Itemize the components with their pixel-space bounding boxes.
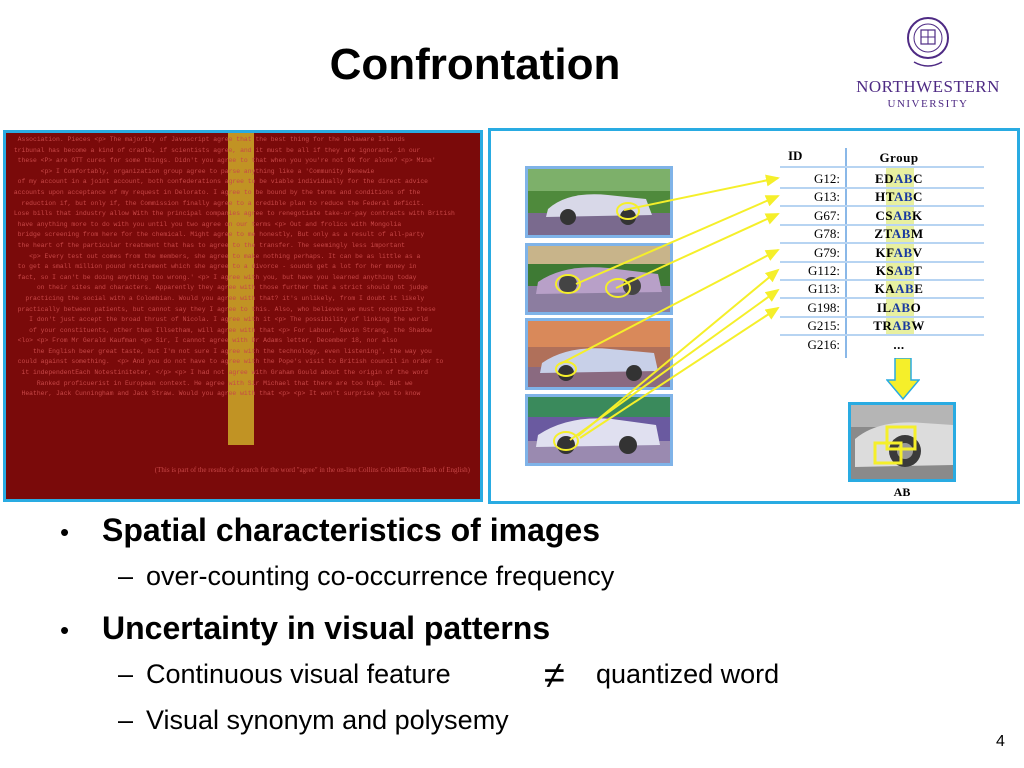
subbullet-over-counting: over-counting co-occurrence frequency <box>146 561 615 591</box>
subbullet-dash: – <box>118 561 134 591</box>
concordance-line: tribunal has become a kind of cradle, if… <box>10 146 421 154</box>
university-seal-icon <box>907 17 949 67</box>
bullet-dot: • <box>60 615 70 645</box>
table-row-id: G216: <box>807 336 841 352</box>
concordance-line: these <P> are OTT cures for some things.… <box>10 157 436 165</box>
table-header-group: Group <box>879 150 919 165</box>
university-logo: NORTHWESTERN UNIVERSITY <box>848 12 1008 112</box>
concordance-line: Lose bills that industry allow With the … <box>10 210 455 218</box>
table-row-id: G113: <box>807 281 840 297</box>
table-row-id: G198: <box>807 299 841 315</box>
concordance-text: Association. Pieces <p> The majority of … <box>10 135 480 400</box>
concordance-line: of your constituents, other than Illseth… <box>10 326 432 334</box>
concordance-line: to get a small million pound retirement … <box>10 263 417 271</box>
table-row-id: G12: <box>814 171 840 186</box>
table-row-group: ZTABM <box>874 226 924 242</box>
concordance-line: practicing the social with a Colombian. … <box>10 294 425 302</box>
concordance-panel: Association. Pieces <p> The majority of … <box>3 130 483 502</box>
ab-pattern-label: AB <box>893 485 911 499</box>
table-row-divider <box>780 242 984 245</box>
page-number: 4 <box>996 733 1005 750</box>
table-row-divider <box>780 315 984 318</box>
table-row-divider <box>780 260 984 263</box>
down-arrow-icon <box>886 358 920 400</box>
concordance-line: I don't just accept the broad thrust of … <box>10 316 429 324</box>
concordance-line: Ranked proficuerist in European context.… <box>10 379 413 387</box>
subbullet-quantized-word: quantized word <box>596 659 780 689</box>
concordance-line: <p> I Comfortably, organization group ag… <box>10 167 375 175</box>
subbullet-dash: – <box>118 705 134 735</box>
car-image-thumbnail <box>525 243 673 315</box>
ab-highlight-column <box>886 168 914 336</box>
table-row-group: KSABT <box>875 263 923 278</box>
concordance-line: Heather, Jack Cunningham and Jack Straw.… <box>10 390 421 398</box>
table-row-divider <box>780 223 984 226</box>
table-row-divider <box>780 297 984 300</box>
table-row-id: G79: <box>814 244 840 260</box>
concordance-line: accounts upon acceptance of my request i… <box>10 188 421 196</box>
car-image-thumbnail <box>525 166 673 238</box>
table-row-group: TRABW <box>873 318 925 334</box>
concordance-line: reduction if, but only if, the Commissio… <box>10 199 425 207</box>
concordance-line: could against something. <p> And you do … <box>10 358 444 366</box>
table-row-divider <box>780 205 984 208</box>
not-equal-sign: ≠ <box>544 655 565 697</box>
table-header-id: ID <box>788 148 803 163</box>
ab-pattern-image <box>848 402 956 482</box>
table-row-divider <box>780 187 984 189</box>
concordance-line: fact, so I can't be doing anything too w… <box>10 273 417 281</box>
table-header-divider <box>780 166 984 168</box>
concordance-line: on their sites and characters. Apparentl… <box>10 284 429 292</box>
keyword-highlight-column <box>228 133 254 445</box>
table-row-id: G67: <box>814 207 840 223</box>
concordance-line: it independentEach Notestiniteter, </p> … <box>10 369 429 377</box>
subbullet-synonym-polysemy: Visual synonym and polysemy <box>146 705 509 735</box>
table-column-divider <box>845 148 847 358</box>
concordance-line: Association. Pieces <p> The majority of … <box>10 136 406 143</box>
table-row-group: EDABC <box>874 171 923 186</box>
bullet-spatial-characteristics: Spatial characteristics of images <box>102 512 600 548</box>
table-row-id: G13: <box>814 189 840 205</box>
table-row-group: CSABK <box>875 207 923 223</box>
concordance-line: <lo> <p> From Mr Gerald Kaufman <p> Sir,… <box>10 337 398 345</box>
concordance-caption: (This is part of the results of a search… <box>154 466 470 474</box>
table-row-divider <box>780 334 984 337</box>
concordance-line: of my account in a joint account, both c… <box>10 178 429 186</box>
concordance-line: have anything more to do with you until … <box>10 220 402 228</box>
table-row-group: HTABC <box>875 189 923 205</box>
subbullet-continuous-feature: Continuous visual feature <box>146 659 451 689</box>
table-row-id: G215: <box>807 318 841 334</box>
subbullet-dash: – <box>118 659 134 689</box>
concordance-line: bridge screening from here for the chemi… <box>10 231 425 239</box>
logo-name: NORTHWESTERN <box>856 77 1000 96</box>
table-row-id: G78: <box>814 226 840 242</box>
concordance-line: the English beer great taste, but I'm no… <box>10 347 432 355</box>
bullet-uncertainty: Uncertainty in visual patterns <box>102 610 551 646</box>
table-row-id: G112: <box>807 263 840 278</box>
table-row-divider <box>780 279 984 281</box>
car-image-thumbnail <box>525 318 673 390</box>
concordance-line: <p> Every test out comes from the member… <box>10 252 421 260</box>
table-row-group: ILABO <box>876 299 922 315</box>
table-row-group: KFABV <box>875 244 923 260</box>
logo-subname: UNIVERSITY <box>887 98 969 110</box>
bullet-dot: • <box>60 517 70 547</box>
slide-title: Confrontation <box>329 40 621 89</box>
concordance-line: practically between patients, but cannot… <box>10 305 436 313</box>
table-row-group: ... <box>893 336 905 352</box>
car-image-thumbnail <box>525 394 673 466</box>
table-row-group: KAABE <box>874 281 924 297</box>
concordance-line: the heart of the particular treatment th… <box>10 241 406 249</box>
